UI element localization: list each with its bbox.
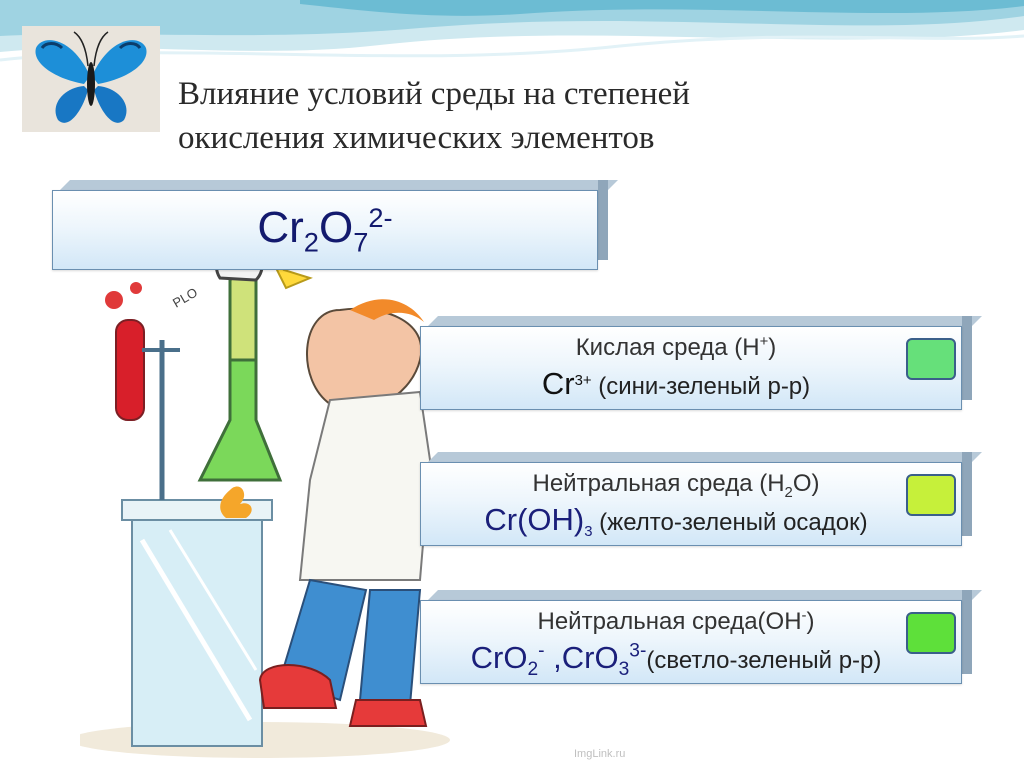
header-waves: [0, 0, 1024, 62]
dichromate-formula: Cr2O72-: [257, 202, 393, 258]
chromium-hydroxide: Cr(OH): [484, 502, 585, 537]
neutral-label: Нейтральная среда (H2O): [532, 470, 820, 501]
alkaline-label: Нейтральная среда(OH-): [537, 608, 815, 635]
title-line-1: Влияние условий среды на степеней: [178, 76, 690, 112]
alkaline-product: CrO2- ,CrO33-(светло-зеленый р-р): [470, 640, 882, 681]
chromium-ion: Cr: [541, 366, 575, 401]
slide-title: Влияние условий среды на степеней окисле…: [178, 72, 878, 160]
svg-text:PLO: PLO: [170, 285, 200, 311]
main-formula-box: Cr2O72-: [52, 180, 618, 270]
chemist-illustration: PLO: [80, 241, 450, 758]
neutral-environment-box: Нейтральная среда (H2O) Cr(OH)3 (желто-з…: [420, 452, 982, 546]
watermark: ImgLink.ru: [574, 748, 626, 760]
title-line-2: окисления химических элементов: [178, 120, 655, 156]
color-swatch-alkaline: [906, 612, 956, 654]
butterfly-image: [22, 26, 160, 132]
chromite-ions: CrO2- ,CrO33-: [470, 640, 647, 681]
alkaline-environment-box: Нейтральная среда(OH-) CrO2- ,CrO33-(све…: [420, 590, 982, 684]
color-swatch-acidic: [906, 338, 956, 380]
acidic-product: Cr3+ (сини-зеленый р-р): [541, 366, 811, 401]
color-swatch-neutral: [906, 474, 956, 516]
acidic-environment-box: Кислая среда (H+) Cr3+ (сини-зеленый р-р…: [420, 316, 982, 410]
acidic-label: Кислая среда (H+): [575, 334, 777, 361]
neutral-product: Cr(OH)3 (желто-зеленый осадок): [484, 502, 868, 540]
